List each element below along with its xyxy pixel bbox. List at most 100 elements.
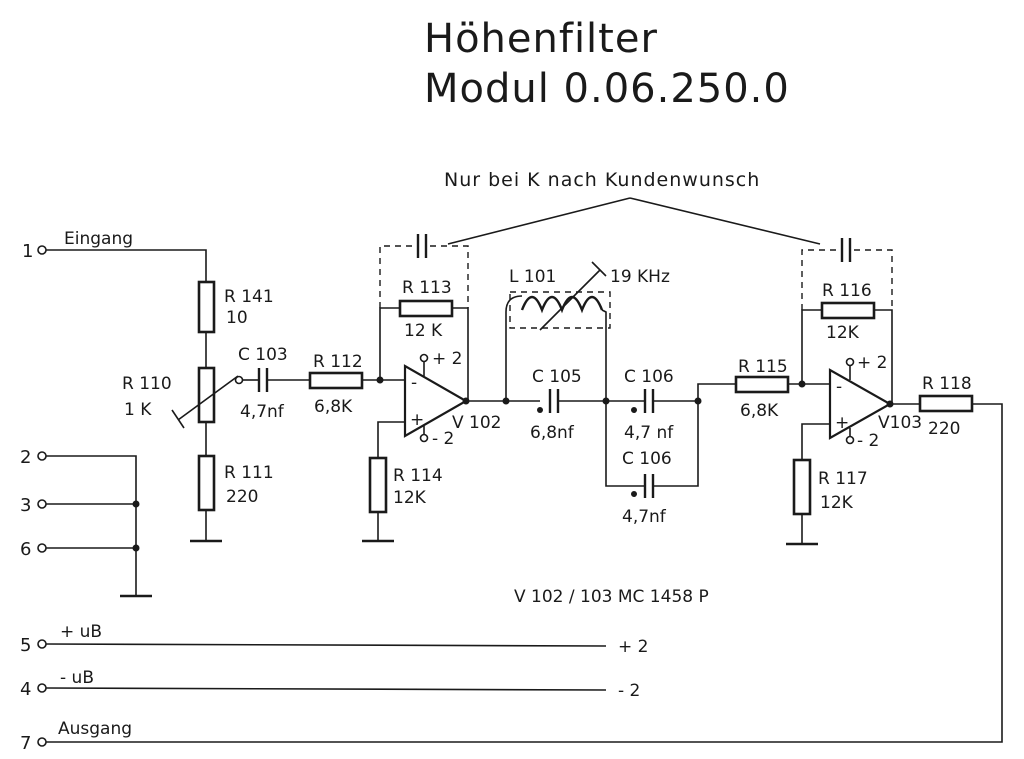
pin-2-number: 2	[20, 447, 31, 468]
title-line-2: Modul 0.06.250.0	[424, 66, 790, 112]
optional-cap-2-wiring	[801, 249, 893, 310]
optional-cap-1-wiring	[379, 245, 469, 308]
c105-value: 6,8nf	[530, 423, 575, 443]
r112-value: 6,8K	[314, 397, 353, 417]
r112-name: R 112	[313, 352, 363, 372]
c106b-name: C 106	[622, 449, 672, 469]
note-pointer-left	[447, 197, 631, 245]
optional-note: Nur bei K nach Kundenwunsch	[444, 169, 760, 191]
r113-value: 12 K	[404, 321, 443, 341]
l101-value: 19 KHz	[610, 267, 670, 287]
r110-name: R 110	[122, 374, 172, 394]
r117-name: R 117	[818, 469, 868, 489]
v103-supply-minus: - 2	[857, 431, 879, 451]
l101-tuning-arrow	[539, 261, 607, 331]
r118-value: 220	[928, 419, 960, 439]
v102-supply-minus-terminal	[419, 433, 429, 443]
r110-adjust-arrow	[171, 375, 239, 429]
r110-value: 1 K	[124, 400, 152, 420]
r111-name: R 111	[224, 463, 274, 483]
pin-4-number: 4	[20, 679, 31, 700]
pin-1-label: Eingang	[64, 229, 133, 249]
pin-1-number: 1	[22, 241, 33, 262]
v102-inv-sign: -	[411, 373, 417, 393]
r116-left-wire	[801, 309, 822, 384]
v103-noninv-sign: +	[835, 413, 849, 433]
pin-5-wire	[45, 643, 607, 647]
l101-name: L 101	[509, 267, 556, 287]
r118-resistor	[918, 394, 974, 413]
ic-note: V 102 / 103 MC 1458 P	[514, 587, 709, 607]
v103-opamp	[828, 368, 893, 440]
junction-dot	[132, 500, 140, 508]
c106a-value: 4,7 nf	[624, 423, 674, 443]
pin-3-number: 3	[20, 495, 31, 516]
pin-4-wire	[45, 687, 607, 691]
c103-name: C 103	[238, 345, 288, 365]
pin-7-label: Ausgang	[58, 719, 132, 739]
c106a-polarity-dot	[631, 407, 637, 413]
junction-dot	[132, 544, 140, 552]
pin-7-number: 7	[20, 733, 31, 754]
r114-resistor	[368, 456, 388, 514]
c105-capacitor	[548, 389, 560, 413]
l101-inductor	[520, 295, 604, 314]
c103-value: 4,7nf	[240, 402, 285, 422]
pin-5-number: 5	[20, 635, 31, 656]
l101-right-wire	[601, 309, 607, 401]
r111-resistor	[197, 454, 216, 512]
r113-left-wire	[379, 307, 400, 380]
pin-5-terminal	[37, 639, 47, 649]
v103-noninv-wire	[801, 423, 830, 460]
v103-supply-plus: + 2	[857, 353, 887, 373]
pin-3-terminal	[37, 499, 47, 509]
r141-resistor	[197, 280, 216, 334]
r114-name: R 114	[393, 466, 443, 486]
output-wire	[46, 403, 1003, 743]
c106b-value: 4,7nf	[622, 507, 667, 527]
c105-name: C 105	[532, 367, 582, 387]
pin-4-end: - 2	[618, 681, 640, 701]
r113-name: R 113	[402, 278, 452, 298]
c106a-name: C 106	[624, 367, 674, 387]
v102-noninv-sign: +	[410, 410, 424, 430]
pin-5-label: + uB	[60, 622, 102, 642]
r115-resistor	[734, 375, 790, 394]
l101-core	[509, 291, 611, 329]
r115-name: R 115	[738, 357, 788, 377]
r113-resistor	[398, 299, 454, 318]
input-wire	[46, 249, 207, 282]
r118-name: R 118	[922, 374, 972, 394]
r111-value: 220	[226, 487, 258, 507]
c106b-polarity-dot	[631, 491, 637, 497]
r110-wiper	[234, 375, 244, 385]
c106b-capacitor	[643, 474, 655, 498]
r141-value: 10	[226, 308, 248, 328]
v102-opamp	[403, 364, 469, 438]
pin-6-terminal	[37, 543, 47, 553]
r116-resistor	[820, 301, 876, 320]
title-line-1: Höhenfilter	[424, 16, 658, 62]
v103-inv-sign: -	[836, 377, 842, 397]
r116-name: R 116	[822, 281, 872, 301]
r115-value: 6,8K	[740, 401, 779, 421]
v102-supply-plus-terminal	[419, 353, 429, 363]
v103-supply-minus-terminal	[845, 435, 855, 445]
c103-capacitor	[257, 368, 269, 392]
v102-supply-minus: - 2	[432, 429, 454, 449]
r141-name: R 141	[224, 287, 274, 307]
c106a-capacitor	[643, 389, 655, 413]
v103-name: V103	[878, 413, 922, 433]
pin-2-terminal	[37, 451, 47, 461]
r117-value: 12K	[820, 493, 854, 513]
pin-5-end: + 2	[618, 637, 648, 657]
v103-supply-plus-terminal	[845, 357, 855, 367]
pin-1-terminal	[37, 245, 47, 255]
optional-capacitor-2	[840, 238, 852, 262]
pin-7-terminal	[37, 737, 47, 747]
r115-left-wire	[697, 383, 736, 401]
pin-2-wire	[46, 455, 137, 596]
l101-left-wire	[505, 295, 523, 401]
v102-name: V 102	[452, 413, 501, 433]
